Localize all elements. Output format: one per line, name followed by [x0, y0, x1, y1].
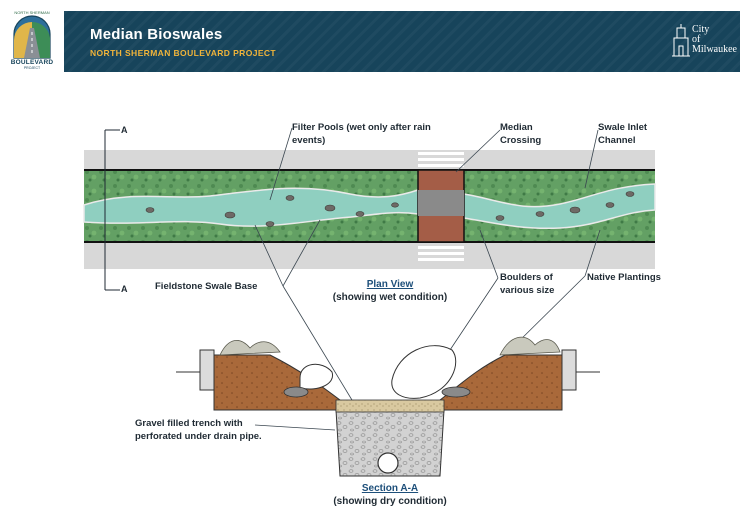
boulders-section	[299, 345, 457, 399]
fieldstones	[145, 191, 635, 227]
plan-view-title: Plan View	[366, 279, 414, 290]
section-view-title: Section A-A	[361, 483, 419, 494]
section-mark-bottom: A	[121, 284, 128, 294]
swale-channel-right	[463, 183, 656, 230]
project-logo-word: BOULEVARD	[10, 59, 54, 66]
section-mark-top: A	[121, 125, 128, 135]
city-of-milwaukee-logo: City of Milwaukee	[670, 17, 737, 67]
roadway-bottom	[84, 243, 655, 269]
label-median-crossing: Median Crossing	[500, 122, 542, 146]
label-fieldstone: Fieldstone Swale Base	[155, 281, 258, 292]
section-view-caption: Section A-A (showing dry condition)	[316, 482, 464, 508]
project-logo-emblem-icon	[13, 15, 51, 59]
page-subtitle: NORTH SHERMAN BOULEVARD PROJECT	[90, 48, 277, 58]
page-title: Median Bioswales	[90, 26, 223, 43]
crosswalk-stripes	[418, 152, 464, 261]
project-logo-top-text: NORTH SHERMAN	[14, 10, 50, 15]
plan-view-caption: Plan View (showing wet condition)	[320, 278, 460, 304]
label-gravel-trench: Gravel filled trench with perforated und…	[135, 418, 262, 442]
city-logo-text: City of Milwaukee	[692, 24, 737, 55]
header-banner: Median Bioswales NORTH SHERMAN BOULEVARD…	[64, 11, 740, 72]
label-swale-inlet: Swale Inlet Channel	[598, 122, 648, 146]
label-boulders: Boulders of various size	[500, 272, 555, 296]
roadway-top	[84, 150, 655, 170]
project-logo: NORTH SHERMAN BOULEVARD PROJECT	[10, 10, 54, 70]
label-filter-pools: Filter Pools (wet only after rain events…	[292, 122, 431, 146]
section-view	[176, 336, 600, 477]
plan-view-subtitle: (showing wet condition)	[332, 292, 448, 303]
city-hall-icon	[672, 24, 690, 57]
plan-view	[83, 129, 656, 291]
drain-pipe	[377, 452, 399, 474]
native-plantings-section	[219, 336, 561, 356]
label-native-plantings: Native Plantings	[587, 272, 661, 283]
project-logo-sub: PROJECT	[23, 66, 41, 70]
section-view-subtitle: (showing dry condition)	[333, 496, 447, 507]
